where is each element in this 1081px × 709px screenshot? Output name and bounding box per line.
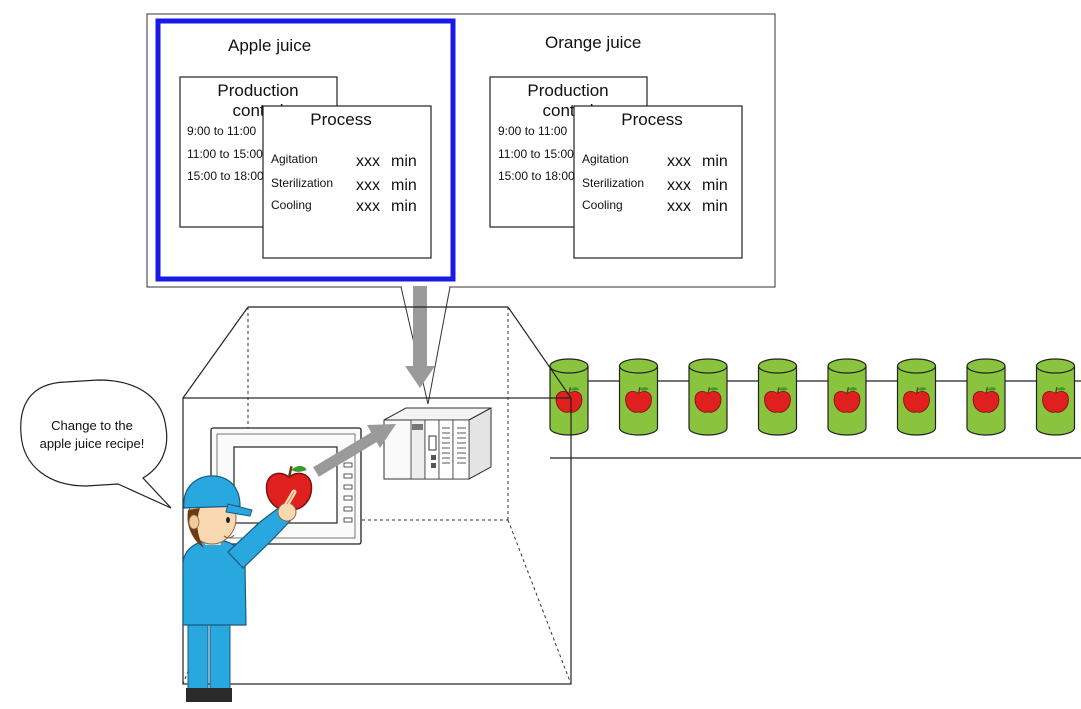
apple-process-title: Process [310, 110, 371, 129]
orange-time-slot: 11:00 to 15:00 [498, 147, 574, 161]
plc-unit [383, 407, 492, 480]
worker-figure [182, 475, 297, 702]
orange-step-name: Agitation [582, 152, 629, 166]
orange-step-value: xxx [667, 177, 691, 194]
apple-step-name: Sterilization [271, 176, 333, 190]
orange-step-unit: min [702, 153, 728, 170]
apple-process-card: Process Agitation xxx min Sterilization … [262, 105, 432, 259]
apple-production-control-title: Production [217, 81, 298, 100]
apple-step-unit: min [391, 198, 417, 215]
orange-step-name: Sterilization [582, 176, 644, 190]
apple-time-slot: 11:00 to 15:00 [187, 147, 263, 161]
juice-can [1035, 358, 1076, 436]
orange-step-value: xxx [667, 153, 691, 170]
juice-can [896, 358, 937, 436]
juice-can [688, 358, 728, 436]
orange-process-card: Process Agitation xxx min Sterilization … [573, 105, 743, 259]
apple-step-unit: min [391, 177, 417, 194]
orange-production-control-title: Production [527, 81, 608, 100]
orange-time-slot: 15:00 to 18:00 [498, 169, 575, 183]
apple-recipe-selection [155, 18, 456, 282]
orange-step-unit: min [702, 177, 728, 194]
orange-time-slot: 9:00 to 11:00 [498, 124, 567, 138]
apple-time-slot: 15:00 to 18:00 [187, 169, 264, 183]
speech-text-line2: apple juice recipe! [40, 436, 145, 451]
orange-process-title: Process [621, 110, 682, 129]
orange-recipe-title: Orange juice [545, 33, 641, 52]
juice-can [757, 358, 798, 436]
apple-recipe-title: Apple juice [228, 36, 311, 55]
juice-can [966, 358, 1006, 436]
speech-bubble: Change to the apple juice recipe! [20, 379, 172, 509]
orange-step-value: xxx [667, 198, 691, 215]
juice-can [549, 358, 589, 436]
command-arrow [313, 424, 396, 477]
orange-step-unit: min [702, 198, 728, 215]
apple-step-value: xxx [356, 153, 380, 170]
download-arrow [405, 286, 435, 388]
juice-can [827, 358, 867, 436]
apple-step-name: Cooling [271, 198, 312, 212]
juice-can [618, 358, 659, 436]
apple-step-unit: min [391, 153, 417, 170]
apple-step-value: xxx [356, 177, 380, 194]
apple-step-value: xxx [356, 198, 380, 215]
speech-text-line1: Change to the [51, 418, 133, 433]
apple-step-name: Agitation [271, 152, 318, 166]
can-row [549, 358, 1076, 436]
apple-time-slot: 9:00 to 11:00 [187, 124, 256, 138]
orange-step-name: Cooling [582, 198, 623, 212]
